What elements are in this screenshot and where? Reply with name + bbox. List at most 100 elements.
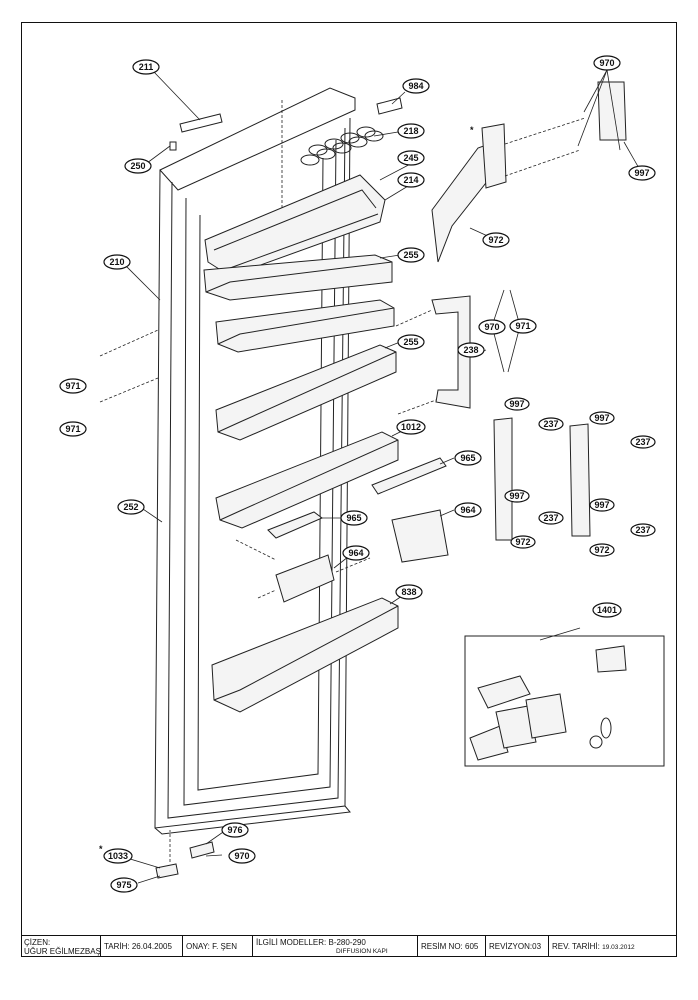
tb-revision: REVİZYON:03 bbox=[486, 936, 549, 957]
tb-drawn-by: ÇİZEN: UĞUR EĞİLMEZBAŞ bbox=[21, 936, 101, 957]
dairy-compartment bbox=[204, 174, 386, 277]
drawing-frame bbox=[21, 22, 677, 957]
callout-label: 252 bbox=[123, 502, 138, 512]
callout-237-b: 237 bbox=[630, 435, 656, 449]
callout-984: 984 bbox=[402, 78, 430, 94]
callout-label: 964 bbox=[348, 548, 363, 558]
callout-218: 218 bbox=[397, 123, 425, 139]
callout-997-e: 997 bbox=[589, 498, 615, 512]
callout-label: 210 bbox=[109, 257, 124, 267]
callout-label: 997 bbox=[594, 500, 609, 510]
callout-245: 245 bbox=[397, 150, 425, 166]
callout-label: 970 bbox=[599, 58, 614, 68]
callout-label: 971 bbox=[65, 424, 80, 434]
callout-1012: 1012 bbox=[396, 419, 426, 435]
callout-971-c: 971 bbox=[509, 318, 537, 334]
callout-211: 211 bbox=[132, 59, 160, 75]
tb-models: İLGİLİ MODELLER: B-280-290 DIFFUSION KAP… bbox=[253, 936, 418, 957]
asterisk-mark: * bbox=[99, 844, 103, 854]
right-parts bbox=[431, 81, 627, 541]
callout-label: 237 bbox=[543, 419, 558, 429]
callout-238: 238 bbox=[457, 342, 485, 358]
callout-237-a: 237 bbox=[538, 417, 564, 431]
bottle-holders bbox=[267, 457, 449, 603]
callout-250: 250 bbox=[124, 158, 152, 174]
callout-label: 997 bbox=[634, 168, 649, 178]
callout-label: 970 bbox=[234, 851, 249, 861]
callout-label: 972 bbox=[515, 537, 530, 547]
callout-972-b: 972 bbox=[510, 535, 536, 549]
callout-label: 255 bbox=[403, 337, 418, 347]
callout-label: 997 bbox=[509, 491, 524, 501]
callout-237-d: 237 bbox=[630, 523, 656, 537]
callout-label: 214 bbox=[403, 175, 418, 185]
callout-210: 210 bbox=[103, 254, 131, 270]
callout-label: 997 bbox=[594, 413, 609, 423]
callout-838: 838 bbox=[395, 584, 423, 600]
callout-971-a: 971 bbox=[59, 378, 87, 394]
callout-label: 1012 bbox=[401, 422, 421, 432]
callout-label: 965 bbox=[346, 513, 361, 523]
callout-964-a: 964 bbox=[454, 502, 482, 518]
callout-975: 975 bbox=[110, 877, 138, 893]
tb-models-value: B-280-290 bbox=[328, 938, 366, 947]
tb-drawn-by-label: ÇİZEN: bbox=[24, 938, 51, 947]
callout-label: 976 bbox=[227, 825, 242, 835]
callout-976: 976 bbox=[221, 822, 249, 838]
callout-970-bottom: 970 bbox=[228, 848, 256, 864]
callout-964-b: 964 bbox=[342, 545, 370, 561]
callout-1033: 1033 bbox=[103, 848, 133, 864]
callout-970-mid: 970 bbox=[478, 319, 506, 335]
callout-label: 237 bbox=[635, 437, 650, 447]
callout-label: 218 bbox=[403, 126, 418, 136]
callout-252: 252 bbox=[117, 499, 145, 515]
bottom-hinge bbox=[155, 841, 215, 879]
callout-965-b: 965 bbox=[340, 510, 368, 526]
callout-label: 245 bbox=[403, 153, 418, 163]
callout-965-a: 965 bbox=[454, 450, 482, 466]
kit-box bbox=[464, 635, 665, 767]
callout-label: 238 bbox=[463, 345, 478, 355]
callout-label: 984 bbox=[408, 81, 423, 91]
tb-approval: ONAY: F. ŞEN bbox=[183, 936, 253, 957]
callout-label: 970 bbox=[484, 322, 499, 332]
tb-drawing-no: RESİM NO: 605 bbox=[418, 936, 486, 957]
door-shelves bbox=[203, 254, 399, 713]
callout-972-c: 972 bbox=[589, 543, 615, 557]
callout-label: 1033 bbox=[108, 851, 128, 861]
callout-label: 838 bbox=[401, 587, 416, 597]
exploded-diagram: 211 984 218 250 245 214 210 255 255 971 … bbox=[59, 55, 665, 893]
callout-1401: 1401 bbox=[592, 602, 622, 618]
callout-label: 237 bbox=[635, 525, 650, 535]
callout-label: 211 bbox=[139, 62, 154, 72]
callout-label: 237 bbox=[543, 513, 558, 523]
callout-label: 1401 bbox=[597, 605, 617, 615]
callout-label: 975 bbox=[116, 880, 131, 890]
callout-971-b: 971 bbox=[59, 421, 87, 437]
tb-models-label: İLGİLİ MODELLER: bbox=[256, 938, 327, 947]
callout-970-top: 970 bbox=[593, 55, 621, 71]
asterisk-mark: * bbox=[470, 125, 474, 135]
egg-tray bbox=[300, 126, 384, 166]
callout-label: 250 bbox=[130, 161, 145, 171]
callout-997-d: 997 bbox=[504, 489, 530, 503]
callout-label: 255 bbox=[403, 250, 418, 260]
callout-label: 972 bbox=[488, 235, 503, 245]
callout-label: 972 bbox=[594, 545, 609, 555]
tb-drawn-by-name: UĞUR EĞİLMEZBAŞ bbox=[24, 947, 101, 956]
callout-label: 997 bbox=[509, 399, 524, 409]
callout-label: 965 bbox=[460, 453, 475, 463]
callout-997-b: 997 bbox=[504, 397, 530, 411]
callout-label: 971 bbox=[65, 381, 80, 391]
callout-label: 971 bbox=[515, 321, 530, 331]
callout-997-c: 997 bbox=[589, 411, 615, 425]
tb-models-sub: DIFFUSION KAPI bbox=[336, 948, 388, 955]
callout-label: 964 bbox=[460, 505, 475, 515]
tb-revision-date-label: REV. TARİHİ: bbox=[552, 942, 600, 951]
callout-972-a: 972 bbox=[482, 232, 510, 248]
tb-revision-date: REV. TARİHİ: 19.03.2012 bbox=[549, 936, 677, 957]
callout-214: 214 bbox=[397, 172, 425, 188]
callout-237-c: 237 bbox=[538, 511, 564, 525]
tb-revision-date-value: 19.03.2012 bbox=[602, 944, 635, 951]
callout-255-mid: 255 bbox=[397, 334, 425, 350]
